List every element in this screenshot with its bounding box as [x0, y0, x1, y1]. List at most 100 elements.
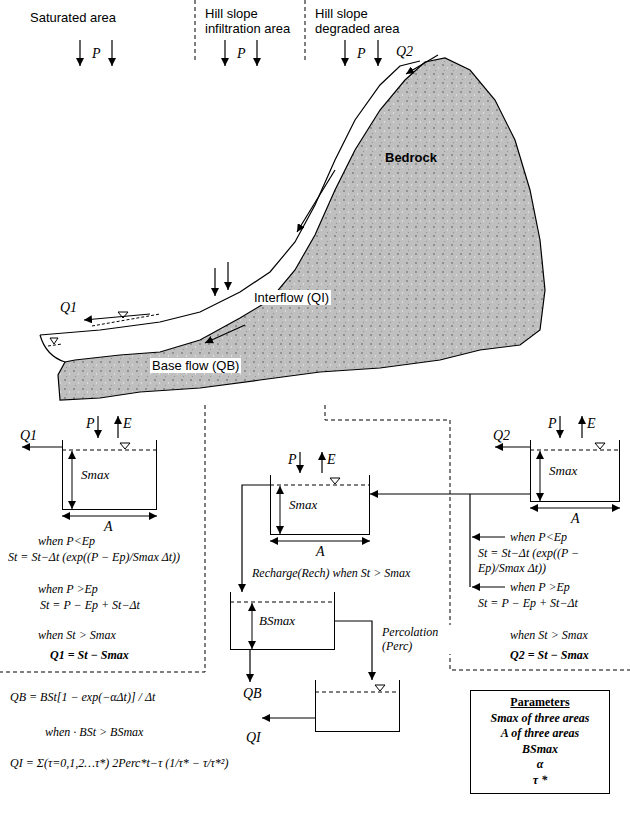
parameter-name: A of three areas — [479, 726, 601, 742]
flux-arrow — [117, 416, 118, 438]
equation-text: QB = BSt[1 − exp(−αΔt)] / Δt — [10, 690, 155, 705]
equation-text: when P<Ep — [510, 530, 567, 545]
symbol-label: P — [92, 46, 101, 62]
flux-arrow — [97, 416, 98, 438]
flow-connector — [370, 493, 530, 494]
equation-text: Q1 = St − Smax — [50, 648, 129, 663]
rain-arrow — [256, 40, 257, 66]
equation-text: St = St−Δt (exp((P − Ep)/Smax Δt)) — [478, 546, 626, 576]
symbol-label: P — [86, 416, 95, 432]
equation-text: when St > Smax — [38, 628, 116, 643]
flux-arrow — [472, 536, 505, 537]
flux-arrow — [299, 452, 300, 473]
parameter-name: Smax of three areas — [479, 711, 601, 727]
tank-water-level — [595, 443, 605, 449]
rain-arrow — [79, 40, 80, 66]
flow-arrow — [84, 55, 438, 343]
symbol-label: P — [548, 416, 557, 432]
groundwater-reservoir: BSmax — [230, 592, 335, 650]
symbol-label: E — [327, 452, 336, 468]
symbol-label: A — [571, 511, 580, 527]
flow-arrow — [205, 325, 245, 343]
equation-text: Q2 = St − Smax — [510, 648, 589, 663]
water-table — [48, 312, 160, 346]
storage-label: Smax — [289, 497, 317, 513]
parameter-name: α — [479, 757, 601, 773]
region-divider — [325, 405, 630, 670]
tank-water-level — [530, 450, 620, 451]
dimension-arrow — [540, 451, 541, 501]
region-label: Hill slope infiltration area — [205, 6, 305, 36]
equation-text: St = P − Ep + St−Δt — [478, 596, 578, 611]
parameter-name: τ * — [479, 773, 601, 789]
storage-tank: Smax — [270, 475, 370, 535]
region-label: Base flow (QB) — [150, 358, 241, 373]
rain-arrow — [224, 40, 225, 66]
box-heading: Parameters — [479, 695, 601, 711]
symbol-label: Q2 — [493, 428, 510, 444]
flux-arrow — [321, 452, 322, 473]
symbol-label: QB — [243, 686, 262, 702]
dimension-arrow — [270, 541, 370, 542]
flux-arrow — [581, 416, 582, 438]
tank-water-level — [62, 450, 157, 451]
soil-surface — [40, 335, 65, 362]
interflow-reservoir: QI — [315, 680, 400, 732]
region-divider — [0, 405, 205, 672]
storage-label: Smax — [549, 463, 577, 479]
tank-water-level — [270, 485, 370, 486]
flow-arrow — [214, 268, 215, 296]
symbol-label: P — [237, 46, 246, 62]
region-label: Interflow (QI) — [252, 290, 331, 305]
flux-arrow — [559, 416, 560, 438]
flux-arrow — [262, 717, 315, 718]
dimension-arrow — [252, 603, 253, 649]
junction-line — [469, 494, 470, 587]
region-divider — [195, 0, 196, 62]
flow-arrow — [297, 170, 335, 232]
rain-arrow — [377, 40, 378, 66]
symbol-label: Q2 — [396, 44, 413, 60]
storage-label: QI — [246, 730, 261, 746]
tank-water-level — [230, 602, 335, 603]
dimension-arrow — [280, 486, 281, 534]
symbol-label: E — [587, 416, 596, 432]
storage-tank: Smax — [530, 440, 620, 502]
tank-water-level — [315, 692, 400, 693]
tank-water-level — [120, 443, 130, 449]
region-label: Saturated area — [30, 10, 116, 25]
equation-text: St = P − Ep + St−Δt — [40, 598, 140, 613]
region-divider — [0, 0, 630, 672]
region-label: Bedrock — [385, 150, 437, 165]
dimension-arrow — [72, 451, 73, 509]
region-label: Hill slope degraded area — [315, 6, 405, 36]
dimension-arrow — [530, 508, 620, 509]
water-table — [48, 344, 62, 346]
storage-label: Smax — [81, 467, 109, 483]
water-table — [50, 338, 58, 344]
connector-label: Recharge(Rech) when St > Smax — [250, 566, 412, 580]
symbol-label: Q1 — [60, 300, 77, 316]
flow-arrow — [227, 262, 228, 290]
rain-arrow — [111, 40, 112, 66]
equation-text: when P<Ep — [38, 534, 95, 549]
tank-water-level — [375, 685, 385, 691]
equation-text: when St > Smax — [510, 628, 588, 643]
rain-arrow — [344, 40, 345, 66]
connector-label: Percolation (Perc) — [380, 625, 454, 654]
flux-arrow — [22, 446, 62, 447]
equation-text: when · BSt > BSmax — [45, 725, 143, 740]
flux-arrow — [472, 586, 505, 587]
rain-arrow — [80, 40, 378, 66]
junction-line — [469, 494, 470, 587]
flow-connector — [335, 621, 372, 680]
equation-text: when P >Ep — [510, 580, 570, 595]
flux-arrow — [249, 650, 250, 682]
flow-arrow — [84, 314, 150, 320]
equation-text: when P >Ep — [38, 582, 98, 597]
symbol-label: Q1 — [20, 428, 37, 444]
storage-tank: Smax — [62, 440, 157, 510]
soil-surface — [40, 61, 420, 335]
symbol-label: P — [357, 46, 366, 62]
